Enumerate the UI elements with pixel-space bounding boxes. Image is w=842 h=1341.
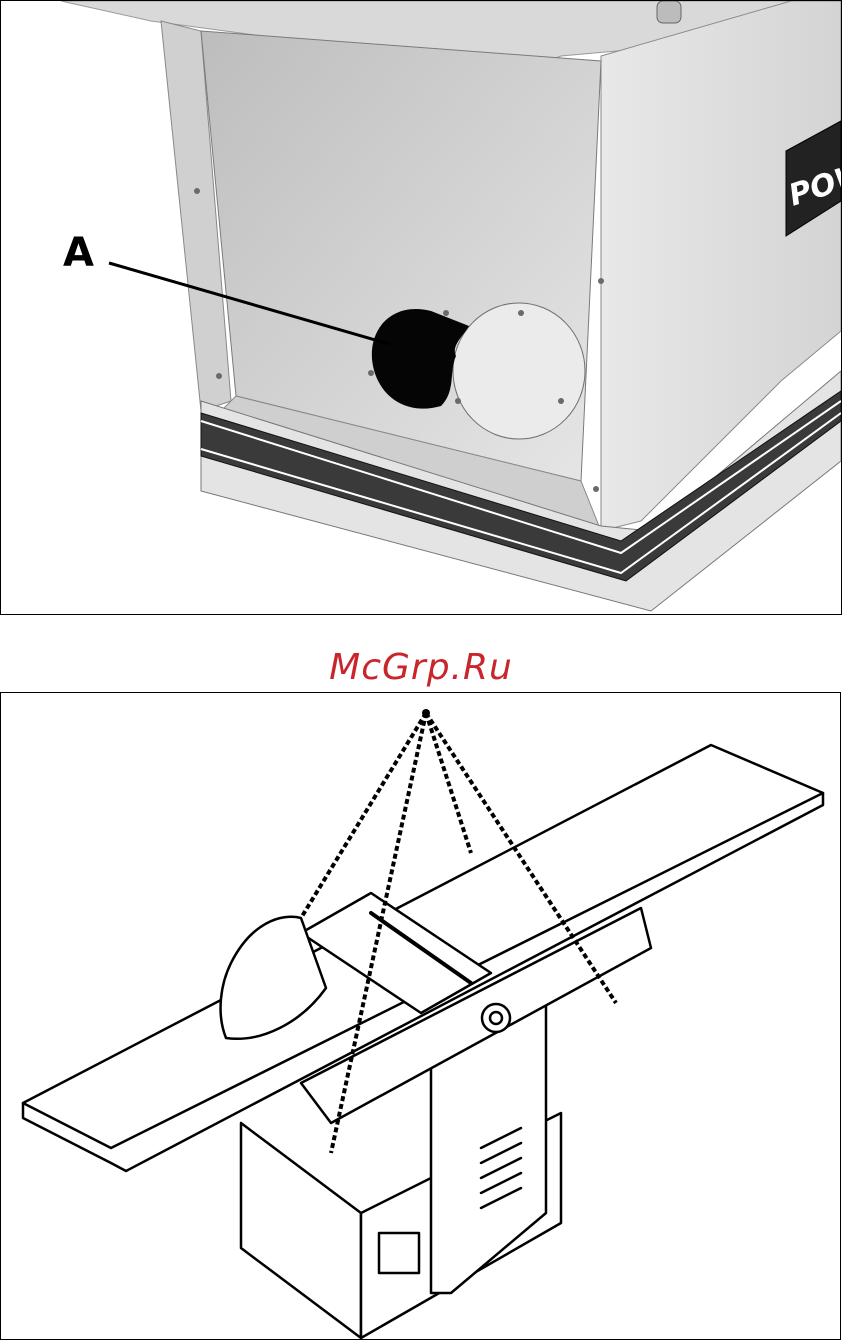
power-switch [379, 1233, 419, 1273]
stand-photo: POW A [0, 0, 842, 615]
stand-photo-drawing: POW [1, 1, 841, 614]
pulley [482, 1004, 510, 1032]
lift-hook-point [422, 709, 430, 717]
watermark-text: McGrp.Ru [0, 650, 842, 686]
jointer-line-drawing [1, 693, 840, 1339]
jointer-illustration [0, 692, 841, 1340]
cabinet-left-face [241, 1123, 361, 1338]
callout-label-a: A [63, 233, 94, 273]
